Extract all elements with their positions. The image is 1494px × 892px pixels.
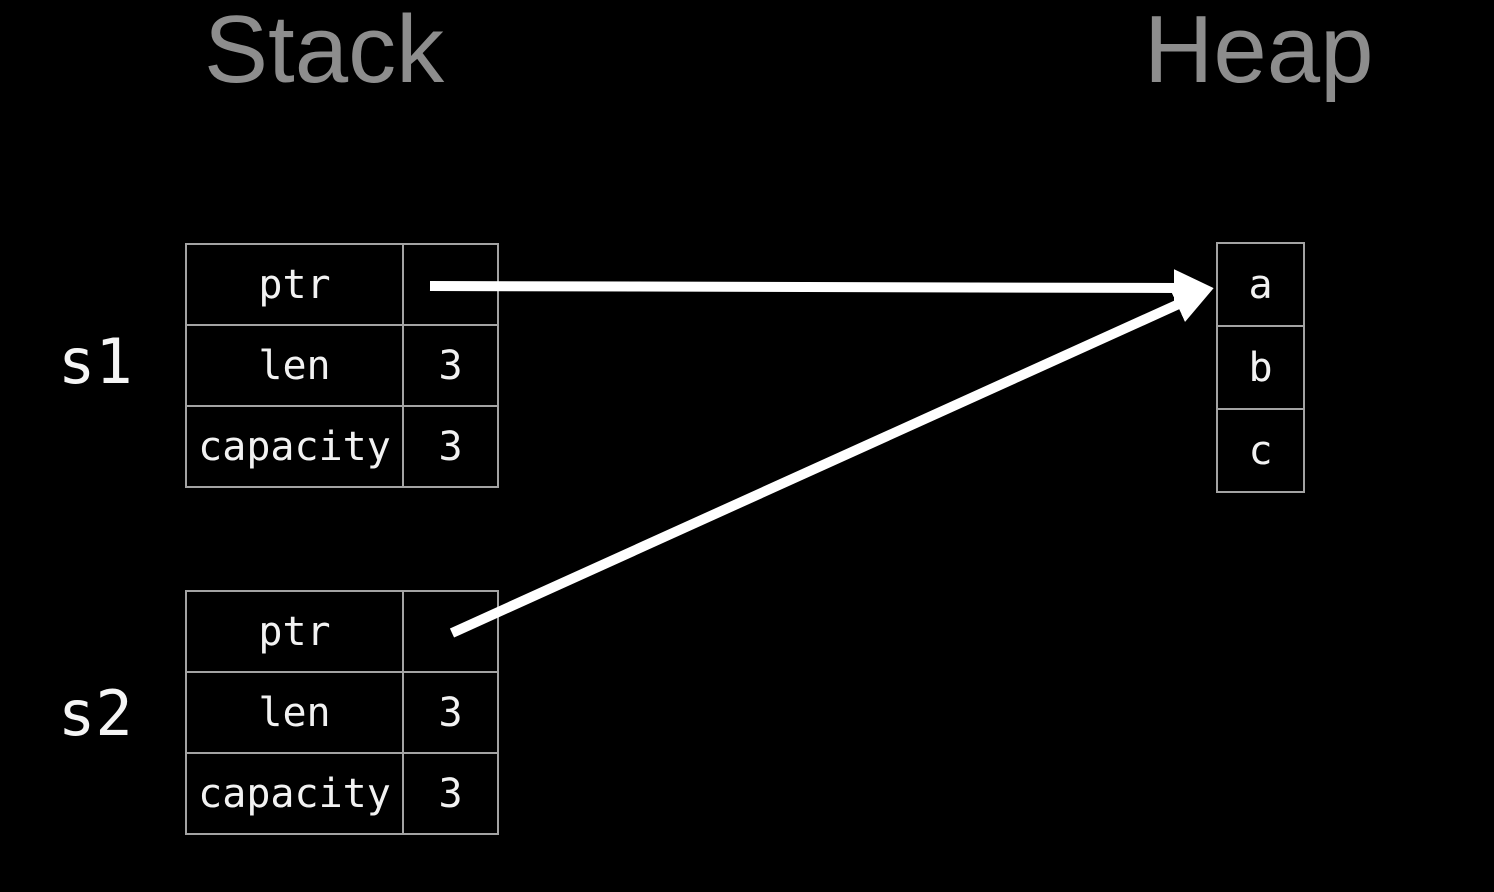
- s2-struct-table: ptr len 3 capacity 3: [185, 590, 499, 835]
- heap-cell-a: a: [1216, 242, 1305, 327]
- heap-cell-b: b: [1216, 325, 1305, 410]
- s1-ptr-name: ptr: [185, 243, 404, 326]
- heap-table: a b c: [1216, 242, 1305, 493]
- table-row: capacity 3: [185, 405, 499, 488]
- s1-capacity-name: capacity: [185, 405, 404, 488]
- table-row: len 3: [185, 671, 499, 754]
- s2-ptr-name: ptr: [185, 590, 404, 673]
- s1-struct-table: ptr len 3 capacity 3: [185, 243, 499, 488]
- s2-ptr-value: [402, 590, 499, 673]
- s1-ptr-value: [402, 243, 499, 326]
- heap-heading: Heap: [1144, 0, 1374, 103]
- table-row: capacity 3: [185, 752, 499, 835]
- table-row: b: [1216, 325, 1305, 410]
- table-row: ptr: [185, 590, 499, 673]
- s1-len-value: 3: [402, 324, 499, 407]
- s2-len-value: 3: [402, 671, 499, 754]
- s1-label: s1: [58, 325, 133, 398]
- table-row: len 3: [185, 324, 499, 407]
- s2-capacity-value: 3: [402, 752, 499, 835]
- heap-cell-c: c: [1216, 408, 1305, 493]
- s1-ptr-arrow: [429, 269, 1214, 307]
- s2-ptr-arrow: [449, 287, 1214, 638]
- s2-label: s2: [58, 677, 133, 750]
- s2-capacity-name: capacity: [185, 752, 404, 835]
- s2-len-name: len: [185, 671, 404, 754]
- table-row: c: [1216, 408, 1305, 493]
- stack-heading: Stack: [204, 0, 445, 103]
- table-row: a: [1216, 242, 1305, 327]
- s1-len-name: len: [185, 324, 404, 407]
- table-row: ptr: [185, 243, 499, 326]
- s1-capacity-value: 3: [402, 405, 499, 488]
